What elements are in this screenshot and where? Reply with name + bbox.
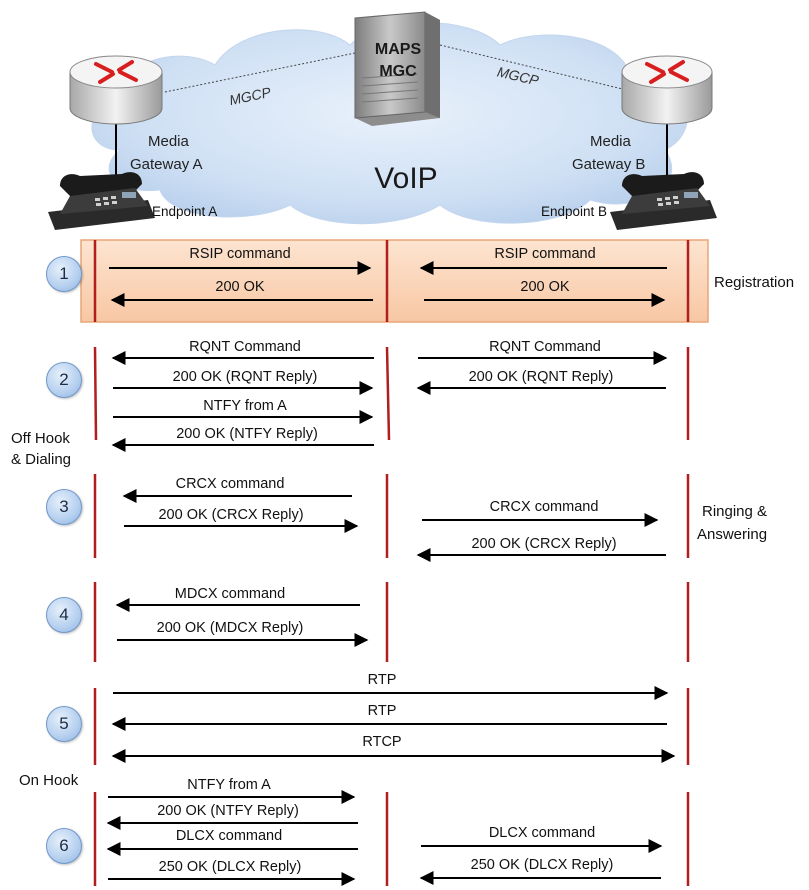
- msg-s3-crcx-b: CRCX command: [489, 499, 599, 515]
- msg-s2-rqnt-reply-a: 200 OK (RQNT Reply): [172, 369, 318, 385]
- msg-s6-dlcx-a: DLCX command: [175, 828, 283, 844]
- msg-s2-ntfy-reply: 200 OK (NTFY Reply): [176, 426, 318, 442]
- gateway-a-label-1: Media: [148, 133, 189, 150]
- msg-s1-200ok-b: 200 OK: [520, 279, 570, 295]
- msg-s4-mdcx-reply: 200 OK (MDCX Reply): [156, 620, 304, 636]
- phone-b-icon: [610, 172, 717, 230]
- msg-s2-ntfy: NTFY from A: [203, 398, 287, 414]
- phase-answering: Answering: [697, 526, 768, 543]
- registration-band: [80, 239, 709, 323]
- msg-s2-rqnt-b: RQNT Command: [489, 339, 601, 355]
- msg-s5-rtp-ab: RTP: [367, 672, 397, 688]
- endpoint-b-label: Endpoint B: [541, 204, 608, 219]
- msg-s6-dlcx-reply-b: 250 OK (DLCX Reply): [470, 857, 614, 873]
- server-label-mgc: MGC: [379, 63, 417, 80]
- msg-s1-rsip-b: RSIP command: [494, 246, 596, 262]
- msg-s4-mdcx: MDCX command: [174, 586, 286, 602]
- voip-cloud-label: VoIP: [374, 162, 438, 195]
- msg-s6-ntfy-reply: 200 OK (NTFY Reply): [157, 803, 299, 819]
- server-icon: [354, 11, 440, 126]
- msg-s3-crcx-reply-a: 200 OK (CRCX Reply): [158, 507, 304, 523]
- mgcp-link-left: [164, 51, 361, 93]
- gateway-b-label-1: Media: [590, 133, 631, 150]
- step-6-badge: 6: [46, 828, 82, 864]
- msg-s3-crcx-reply-b: 200 OK (CRCX Reply): [471, 536, 617, 552]
- mgcp-link-right: [439, 44, 636, 93]
- msg-s2-rqnt-a: RQNT Command: [189, 339, 301, 355]
- server-label-maps: MAPS: [374, 41, 422, 58]
- phone-a-icon: [48, 172, 155, 230]
- phase-ringing: Ringing &: [702, 503, 768, 520]
- msg-s3-crcx-a: CRCX command: [175, 476, 285, 492]
- gateway-a-label-2: Gateway A: [130, 156, 203, 173]
- msg-s2-rqnt-reply-b: 200 OK (RQNT Reply): [468, 369, 614, 385]
- lifelines: [93, 240, 690, 886]
- router-b-icon: [621, 55, 713, 180]
- msg-s5-rtp-ba: RTP: [367, 703, 397, 719]
- msg-s5-rtcp: RTCP: [362, 734, 402, 750]
- msg-s6-dlcx-b: DLCX command: [488, 825, 596, 841]
- msg-s6-ntfy: NTFY from A: [187, 777, 271, 793]
- step-1-badge: 1: [46, 256, 82, 292]
- phase-dialing: & Dialing: [11, 451, 72, 468]
- step-5-badge: 5: [46, 706, 82, 742]
- msg-s1-rsip-a: RSIP command: [189, 246, 291, 262]
- step-3-badge: 3: [46, 489, 82, 525]
- router-a-icon: [69, 55, 163, 178]
- step-2-badge: 2: [46, 362, 82, 398]
- phase-registration: Registration: [714, 274, 795, 291]
- msg-s6-dlcx-reply-a: 250 OK (DLCX Reply): [158, 859, 302, 875]
- phase-on-hook: On Hook: [19, 772, 79, 789]
- step-4-badge: 4: [46, 597, 82, 633]
- endpoint-a-label: Endpoint A: [152, 204, 218, 219]
- msg-s1-200ok-a: 200 OK: [215, 279, 265, 295]
- phase-off-hook: Off Hook: [11, 430, 70, 447]
- gateway-b-label-2: Gateway B: [572, 156, 646, 173]
- message-arrows: [106, 261, 676, 886]
